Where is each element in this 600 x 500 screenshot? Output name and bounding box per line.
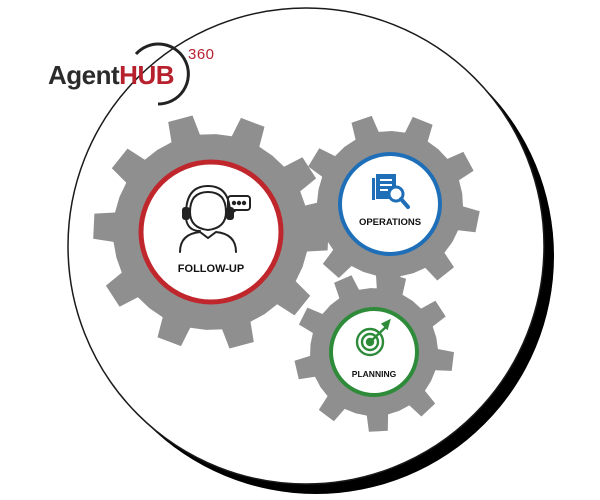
follow-up-label: FOLLOW-UP: [177, 263, 245, 275]
headset-agent-icon: [179, 184, 251, 253]
logo-agent-text: Agent: [48, 60, 120, 90]
operations-label: OPERATIONS: [358, 217, 422, 228]
follow-up-ring: [138, 159, 284, 305]
logo-arc-icon: [134, 42, 190, 106]
target-arrow-icon: [355, 318, 391, 357]
operations-ring: [338, 152, 442, 256]
document-search-icon: [372, 174, 410, 209]
agenthub-logo: AgentHUB 360: [48, 42, 218, 112]
planning-label: PLANNING: [351, 369, 397, 379]
logo-360-text: 360: [188, 46, 215, 63]
planning-ring: [329, 307, 419, 397]
logo-wordmark: AgentHUB: [48, 60, 175, 91]
logo-hub-text: HUB: [119, 60, 175, 90]
